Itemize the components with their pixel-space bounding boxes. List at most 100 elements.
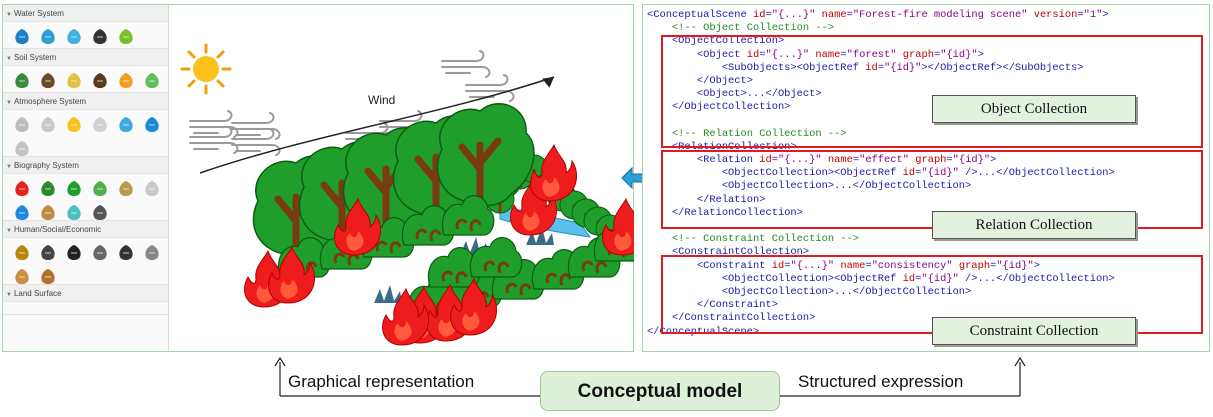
xml-code[interactable]: <ConceptualScene id="{...}" name="Forest…: [647, 9, 1115, 339]
code-token: name: [840, 259, 866, 272]
code-token: "Forest-fire modeling scene": [852, 9, 1028, 21]
code-token: graph: [958, 259, 991, 272]
collapse-triangle-icon: ▼: [6, 228, 12, 234]
object-collection-box: [661, 35, 1203, 148]
truck-icon[interactable]: [13, 244, 31, 262]
wave-icon[interactable]: [39, 28, 57, 46]
wheat-icon[interactable]: [91, 204, 109, 222]
code-token: >: [990, 154, 997, 167]
code-token: <ConceptualScene: [647, 9, 754, 21]
code-token: "forest": [846, 48, 897, 61]
code-token: id: [759, 154, 772, 167]
fog-icon[interactable]: [13, 140, 31, 158]
plant-icon[interactable]: [117, 180, 135, 198]
bush-icon[interactable]: [39, 180, 57, 198]
code-token: </ConceptualScene>: [647, 325, 760, 338]
code-line: <Object id="{...}" name="forest" graph="…: [647, 49, 1115, 62]
whirlpool-icon[interactable]: [91, 28, 109, 46]
code-line: </Constraint>: [647, 299, 1115, 312]
code-token: </ObjectCollection>: [647, 101, 791, 114]
tree-water-icon[interactable]: [117, 28, 135, 46]
collapse-triangle-icon: ▼: [6, 292, 12, 298]
palette-icon-group: [3, 110, 168, 162]
code-token: id: [902, 272, 916, 285]
storm-icon[interactable]: [117, 116, 135, 134]
code-token: <Constraint: [647, 259, 772, 272]
camel-icon[interactable]: [39, 204, 57, 222]
code-line: <!-- Object Collection -->: [647, 22, 1115, 35]
palace-icon[interactable]: [91, 244, 109, 262]
village-icon[interactable]: [39, 268, 57, 286]
factory-icon[interactable]: [117, 72, 135, 90]
plane-icon[interactable]: [65, 244, 83, 262]
palette-section-title[interactable]: ▼Soil System: [3, 49, 168, 66]
moon-icon[interactable]: [143, 116, 161, 134]
code-line: </ConstraintCollection>: [647, 312, 1115, 325]
palette-section-title[interactable]: ▼Human/Social/Economic: [3, 221, 168, 238]
code-token: =: [915, 272, 922, 285]
water-drop-icon[interactable]: [13, 28, 31, 46]
palette-section: ▼Atmosphere System: [3, 93, 168, 157]
pagoda-icon[interactable]: [39, 244, 57, 262]
collapse-triangle-icon: ▼: [6, 100, 12, 106]
code-token: "{id}": [940, 48, 978, 61]
palette-section-label: Soil System: [13, 53, 57, 62]
graphical-representation-caption: Graphical representation: [288, 372, 475, 391]
tree-icon[interactable]: [65, 180, 83, 198]
animal-icon[interactable]: [65, 204, 83, 222]
icon-palette: ▼Water System▼Soil System▼Atmosphere Sys…: [3, 5, 169, 351]
house-icon[interactable]: [117, 244, 135, 262]
code-token: "{id}": [921, 167, 959, 180]
rainbow-layer-icon[interactable]: [65, 72, 83, 90]
code-token: "{id}": [952, 154, 991, 167]
code-token: <Object: [647, 48, 747, 61]
river-icon[interactable]: [65, 28, 83, 46]
code-token: name: [821, 9, 847, 21]
code-token: "consistency": [871, 259, 953, 272]
collapse-triangle-icon: ▼: [6, 56, 12, 62]
rain-cloud-icon[interactable]: [39, 116, 57, 134]
sheep-icon[interactable]: [143, 180, 161, 198]
code-token: name: [827, 154, 853, 167]
code-token: </Relation>: [647, 193, 766, 206]
soil-layer-icon[interactable]: [39, 72, 57, 90]
palette-section-title[interactable]: ▼Land Surface: [3, 285, 168, 302]
fire-icon[interactable]: [13, 180, 31, 198]
balloon-icon[interactable]: [13, 204, 31, 222]
palette-icon-group: [3, 174, 168, 226]
code-token: <ObjectCollection><ObjectRef: [647, 272, 903, 285]
cloud-sun-icon[interactable]: [91, 116, 109, 134]
code-token: </ConstraintCollection>: [647, 312, 816, 325]
scene-canvas[interactable]: Wind: [170, 5, 634, 351]
code-token: id: [753, 9, 766, 21]
palette-icon-group: [3, 22, 168, 50]
code-line: </ConceptualScene>: [647, 326, 1115, 339]
grass-icon[interactable]: [13, 72, 31, 90]
leaf-icon[interactable]: [143, 72, 161, 90]
cloud-icon[interactable]: [13, 116, 31, 134]
code-line: <Constraint id="{...}" name="consistency…: [647, 260, 1115, 273]
code-token: =: [784, 259, 791, 272]
round-tree-icon[interactable]: [91, 180, 109, 198]
sun-icon[interactable]: [65, 116, 83, 134]
relation-collection-label: Relation Collection: [932, 211, 1136, 239]
palette-section: ▼Land Surface: [3, 285, 168, 315]
code-token: "{...}": [790, 259, 835, 272]
palette-section-label: Atmosphere System: [13, 97, 86, 106]
code-line: </RelationCollection>: [647, 207, 1115, 220]
palette-section-label: Land Surface: [13, 289, 62, 298]
palette-section-title[interactable]: ▼Water System: [3, 5, 168, 22]
code-line: </Object>: [647, 75, 1115, 88]
palette-section-title[interactable]: ▼Atmosphere System: [3, 93, 168, 110]
palette-section-title[interactable]: ▼Biography System: [3, 157, 168, 174]
conceptual-model-box: Conceptual model: [540, 371, 780, 411]
layered-soil-icon[interactable]: [91, 72, 109, 90]
code-token: =: [852, 154, 860, 167]
code-line: <!-- Constraint Collection -->: [647, 233, 1115, 246]
palette-section-label: Biography System: [13, 161, 79, 170]
code-token: =: [915, 167, 922, 180]
cactus-icon[interactable]: [13, 268, 31, 286]
code-token: id: [865, 61, 878, 74]
code-token: "{id}": [921, 272, 959, 285]
building-icon[interactable]: [143, 244, 161, 262]
